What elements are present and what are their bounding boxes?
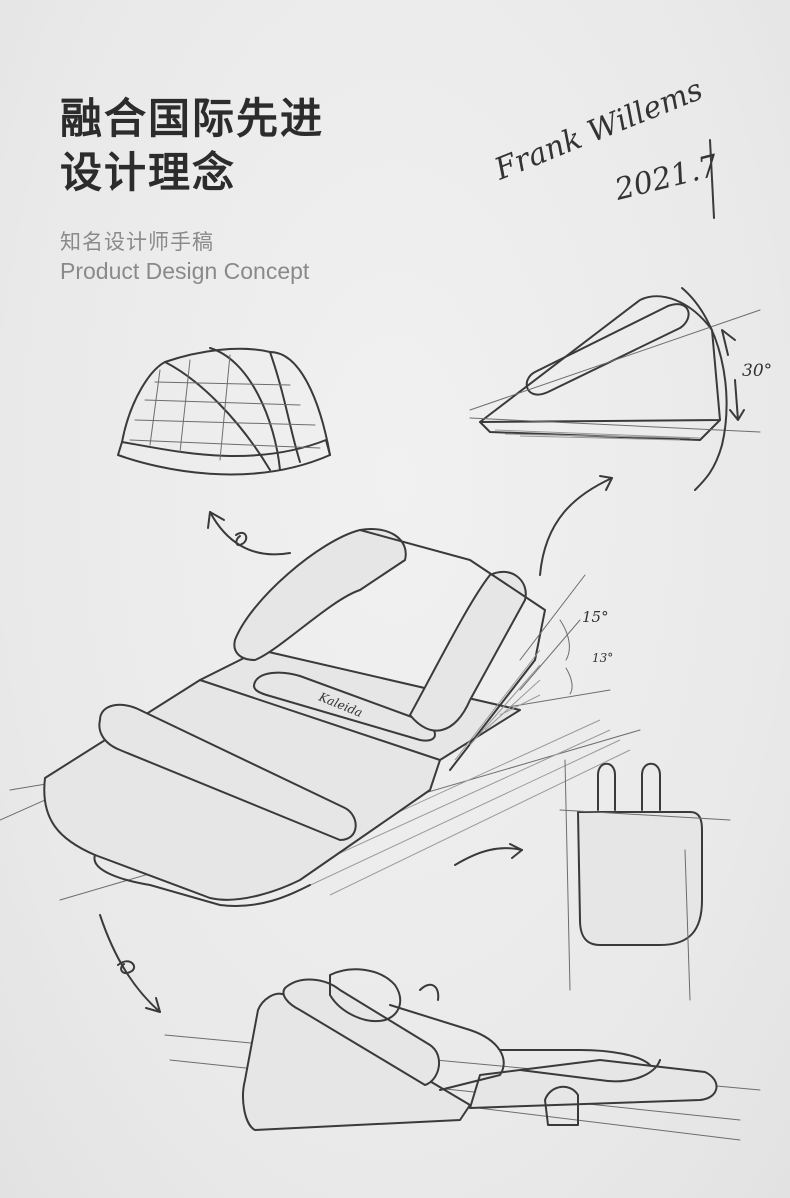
arrow-to-usage [99,914,161,1013]
signature-date: 2021.7 [610,148,722,208]
title-line-2: 设计理念 [60,148,237,197]
arrow-to-wedge [539,475,613,576]
signature-stroke [709,139,715,219]
page-title: 融合国际先进 设计理念 [60,92,324,200]
storage-bag-sketch [559,759,731,1001]
angle-label-15: 15° [582,608,609,626]
title-line-1: 融合国际先进 [60,94,325,143]
designer-signature: Frank Willems 2021.7 [489,72,723,219]
canopy-net-sketch [117,347,331,476]
main-product-sketch: Kaleida 15° 13° [0,528,641,907]
subtitle-chinese: 知名设计师手稿 [60,230,214,254]
usage-scene-sketch [164,968,761,1141]
angle-label-13: 13° [592,651,613,665]
wedge-pillow-sketch: 30° [469,287,772,491]
arrow-to-bag [454,843,523,866]
subtitle-english: Product Design Concept [60,258,310,284]
angle-label-30: 30° [742,361,772,381]
arrow-to-canopy [207,511,291,556]
